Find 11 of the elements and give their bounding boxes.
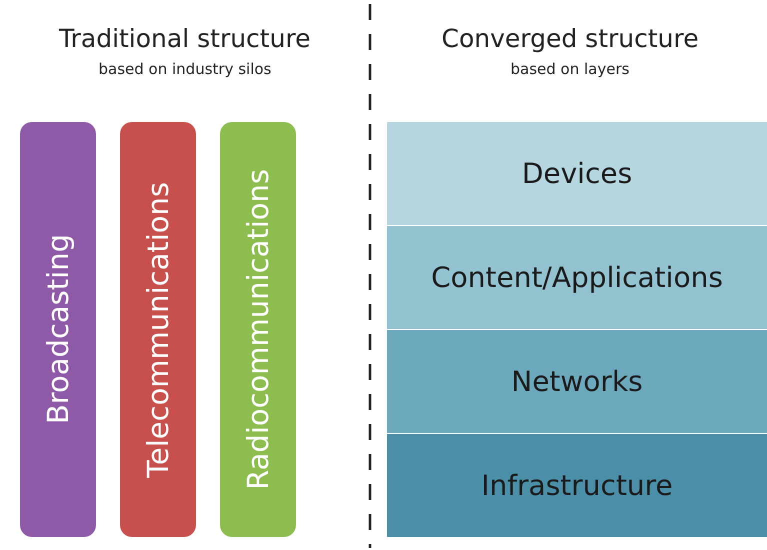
subheading: based on layers [510,60,630,78]
silo-bar: Telecommunications [120,122,196,537]
silo-bar: Radiocommunications [220,122,296,537]
layer-band: Devices [387,122,767,225]
heading: Converged structure [442,24,699,53]
heading: Traditional structure [59,24,311,53]
subheading: based on industry silos [98,60,272,78]
layer-band: Infrastructure [387,434,767,537]
layer-band: Content/Applications [387,226,767,329]
silo-bar: Broadcasting [20,122,96,537]
layer-band: Networks [387,330,767,433]
